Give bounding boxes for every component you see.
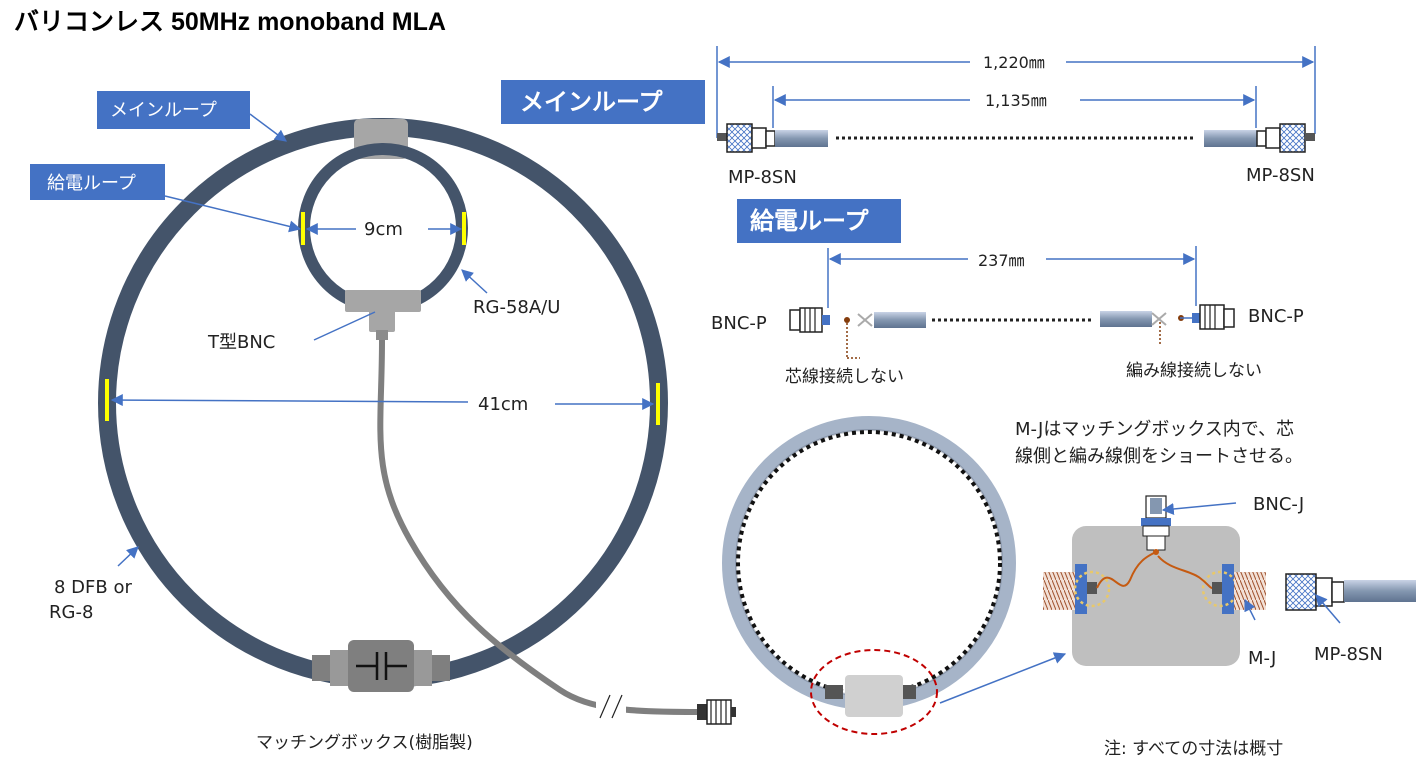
feed-loop-label-box <box>30 164 165 200</box>
feed-right-connector-label: BNC-P <box>1248 306 1304 327</box>
main-left-connector <box>717 123 828 153</box>
bnc-plug-end <box>697 699 736 725</box>
feed-loop-right-marker <box>462 212 466 245</box>
braid-not-connected-note: 編み線接続しない <box>1126 361 1262 381</box>
detail-loop-inner-conductor <box>736 430 1002 696</box>
feed-loop-diameter: 9cm <box>364 219 403 240</box>
plug-leader <box>1315 594 1341 624</box>
main-loop-diameter: 41cm <box>478 394 528 415</box>
left-mj-flange <box>1075 564 1087 614</box>
matching-note-line1: M-Jはマッチングボックス内で、芯 <box>1015 419 1294 440</box>
capacitor-symbol <box>356 652 407 680</box>
feed-left-bnc <box>789 307 926 333</box>
main-cable-line2: RG-8 <box>49 602 93 623</box>
core-leader <box>846 323 860 359</box>
matching-box-interior <box>1072 526 1240 666</box>
main-loop-left-marker <box>105 379 109 421</box>
left-mla-drawing: メインループ 給電ループ 9cm RG-58A/U T型BNC 41cm 8 D… <box>30 91 736 753</box>
right-mj-body <box>1212 582 1222 594</box>
feed-loop-heading-box <box>737 199 901 243</box>
main-loop-heading-box <box>501 80 705 124</box>
feed-loop-heading: 給電ループ <box>750 207 870 235</box>
feed-length: 237㎜ <box>978 251 1025 270</box>
detail-zoom-arrow <box>939 652 1067 704</box>
main-dim-arrow-left <box>110 394 469 407</box>
t-bnc-label: T型BNC <box>207 332 275 353</box>
detail-mp8sn-plug <box>1285 573 1416 611</box>
main-loop-heading: メインループ <box>520 88 664 116</box>
feed-loop-section: 給電ループ 237㎜ BNC-P <box>711 199 1304 387</box>
t-bnc-connector <box>345 290 421 340</box>
bnc-j-leader <box>1161 502 1237 515</box>
main-cable-leader <box>117 546 139 567</box>
overall-length: 1,220㎜ <box>983 53 1045 72</box>
matching-box-label: マッチングボックス(樹脂製) <box>256 733 473 753</box>
matching-box-left <box>312 640 450 692</box>
detail-matching-box <box>845 675 903 717</box>
feed-loop-label: 給電ループ <box>47 173 136 194</box>
t-bnc-leader <box>313 311 376 341</box>
left-mj-short-mark <box>1073 570 1111 608</box>
main-loop-label: メインループ <box>110 100 217 121</box>
bnc-center-pin <box>1153 549 1159 555</box>
matching-detail-section: M-Jはマッチングボックス内で、芯 線側と編み線側をショートさせる。 BNC-J <box>722 416 1416 735</box>
cable-break-gap <box>596 698 626 724</box>
right-mj-flange <box>1222 564 1234 614</box>
main-loop-right-marker <box>656 383 660 425</box>
detail-loop-outer <box>722 416 1016 710</box>
feed-right-bnc <box>1100 304 1235 330</box>
feed-loop-cable-label: RG-58A/U <box>473 297 560 318</box>
feed-loop-leader <box>164 195 302 233</box>
core-not-connected-note: 芯線接続しない <box>785 367 904 387</box>
main-loop-leader <box>249 113 287 142</box>
page-title: バリコンレス 50MHz monoband MLA <box>14 8 446 36</box>
cable-break-mark <box>599 694 623 719</box>
mj-label: M-J <box>1248 648 1276 669</box>
main-cable-line1: 8 DFB or <box>54 577 132 598</box>
detail-box-left-conn <box>825 685 843 699</box>
left-mj-body <box>1087 582 1097 594</box>
main-right-connector-label: MP-8SN <box>1246 165 1315 186</box>
rg58-leader <box>461 269 488 294</box>
inner-length: 1,135㎜ <box>985 91 1047 110</box>
bnc-j-connector <box>1141 495 1171 551</box>
detail-highlight-circle <box>810 649 938 735</box>
dimension-footnote: 注: すべての寸法は概寸 <box>1104 739 1283 759</box>
main-right-connector <box>1204 123 1315 153</box>
right-spring-cable <box>1234 572 1266 610</box>
main-left-connector-label: MP-8SN <box>728 167 797 188</box>
feed-loop-left-marker <box>301 212 305 245</box>
left-spring-cable <box>1043 572 1075 610</box>
wire-bnc-to-right <box>1157 555 1213 589</box>
mj-leader <box>1244 598 1256 621</box>
main-loop-label-box <box>97 91 250 129</box>
bnc-j-label: BNC-J <box>1253 494 1304 515</box>
main-loop-section: メインループ 1,220㎜ 1,135㎜ MP-8SN <box>501 46 1316 188</box>
wire-left-to-bnc <box>1096 551 1157 589</box>
matching-note-line2: 線側と編み線側をショートさせる。 <box>1015 446 1303 467</box>
detail-plug-label: MP-8SN <box>1314 644 1383 665</box>
feed-left-connector-label: BNC-P <box>711 313 767 334</box>
